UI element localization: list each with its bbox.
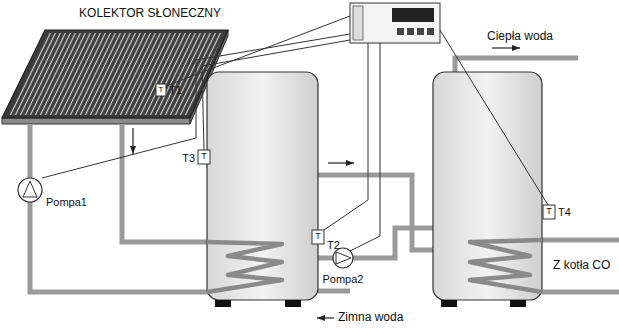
sensor-label: T1: [169, 84, 182, 96]
boiler-pipe: [542, 290, 619, 295]
temperature-sensor: [312, 230, 324, 244]
pump-symbol: [23, 181, 37, 197]
collector-panel: [2, 30, 228, 118]
flow-arrow: [328, 162, 354, 163]
flow-arrow: [132, 128, 133, 154]
collector-frame: [2, 118, 190, 124]
inlet-label: Z kotła CO: [553, 259, 610, 272]
controller-button: [417, 28, 424, 35]
inlet-label: Zimna woda: [338, 311, 403, 324]
solar-flow-pipe: [122, 124, 212, 242]
controller-button: [397, 28, 404, 35]
sensor-wire: [324, 43, 368, 230]
tank-foot: [510, 300, 526, 307]
pump-symbol: [333, 248, 353, 268]
tank-foot: [441, 300, 457, 307]
sensor-label: T4: [558, 206, 571, 218]
sensor-glyph: T: [315, 232, 321, 242]
sensor-label: T3: [182, 152, 195, 164]
heat-exchanger-coil: [470, 240, 542, 292]
temperature-sensor: [198, 150, 210, 164]
pump-wire: [350, 43, 380, 251]
solar-tank: [207, 72, 318, 300]
hot-water-pipe: [455, 58, 578, 72]
cold-water-pipe: [318, 289, 350, 294]
pump-wire: [42, 34, 350, 178]
sensor-wire: [166, 16, 350, 86]
tank-foot: [215, 300, 231, 307]
solar-return-pipe: [30, 124, 212, 292]
pump-symbol: [18, 178, 42, 202]
pump-label: Pompa1: [46, 196, 87, 208]
tank-foot: [285, 300, 301, 307]
flow-arrow: [492, 47, 520, 48]
controller-button: [427, 28, 434, 35]
sensor-wire: [440, 30, 548, 205]
flow-arrow: [317, 317, 334, 318]
temperature-sensor: [543, 205, 555, 219]
boiler-pipe: [542, 238, 619, 243]
sensor-wire: [202, 40, 350, 150]
controller-button: [407, 28, 414, 35]
controller-terminal: [353, 6, 363, 40]
sensor-glyph: T: [201, 152, 207, 162]
temperature-sensor: [156, 84, 166, 96]
sensor-label: T2: [327, 239, 340, 251]
controller-box: [350, 3, 440, 43]
sensor-glyph: T: [546, 207, 552, 217]
outlet-label: Ciepła woda: [487, 30, 553, 43]
pump-symbol: [336, 252, 351, 264]
collector-label: KOLEKTOR SŁONECZNY: [79, 7, 221, 20]
heat-exchanger-coil: [207, 242, 282, 292]
sensor-glyph: T: [159, 86, 164, 95]
pump-label: Pompa2: [323, 273, 364, 285]
collector-tubes: [7, 33, 224, 115]
controller-display: [392, 8, 434, 22]
